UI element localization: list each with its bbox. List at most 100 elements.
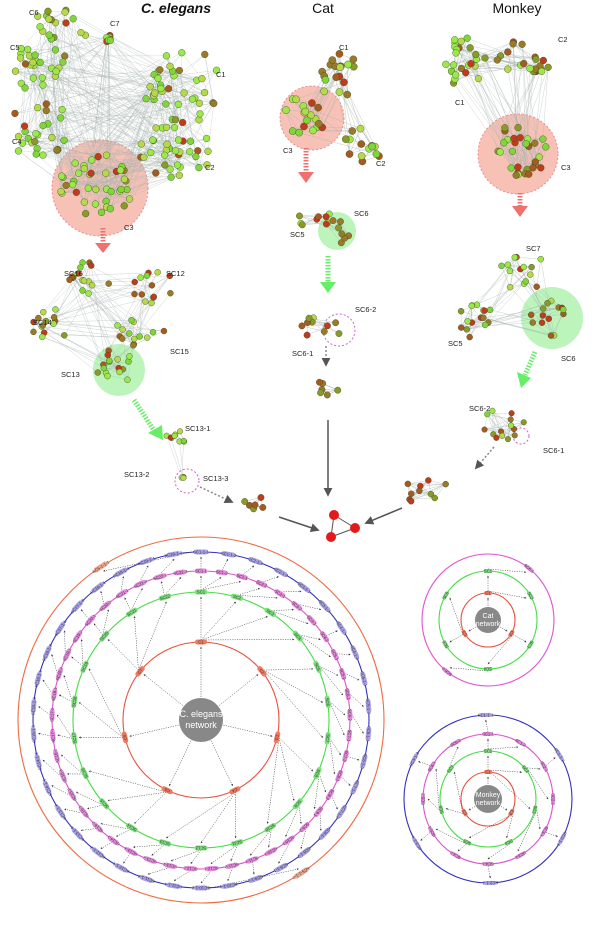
svg-text:SC12-2: SC12-2	[183, 866, 198, 872]
svg-text:SC2-1-1: SC2-1-1	[247, 556, 264, 566]
celegans-node: SC1-1-2	[221, 551, 238, 559]
celegans-top-node	[88, 156, 96, 164]
celegans-node: SC13-3	[123, 846, 138, 857]
celegans-center-label-1: C. elegans	[179, 709, 223, 719]
label-celegans-sc15: SC15	[170, 347, 189, 356]
cat-top-node	[341, 135, 350, 143]
celegans-node: SC13-1-2	[53, 802, 67, 820]
celegans-sc-node	[79, 287, 86, 294]
celegans-top-node	[180, 89, 188, 97]
celegans-sc-node	[131, 278, 138, 286]
cat-top-node	[357, 152, 366, 160]
celegans-sc-node	[144, 334, 151, 341]
cat-top-node	[343, 90, 352, 99]
celegans-node: SC16-1-1	[34, 669, 43, 688]
celegans-sc-node	[142, 298, 149, 305]
celegans-node: SC2	[230, 593, 244, 601]
celegans-top-node	[107, 187, 115, 196]
celegans-node: SC8-1	[334, 769, 343, 783]
shared-core-triangle	[326, 510, 360, 542]
svg-text:SC16-1-2: SC16-1-2	[41, 643, 53, 662]
monkey-sc-node	[481, 307, 488, 314]
monkey-top-node	[501, 124, 509, 132]
celegans-sc-node	[77, 264, 84, 271]
svg-text:C3: C3	[461, 808, 468, 816]
title-cat: Cat	[312, 0, 334, 16]
celegans-node: SC17-1-1	[53, 619, 67, 637]
monkey-node: SC1-1	[482, 732, 495, 737]
celegans-top-node	[97, 208, 106, 216]
label-monkey-c3: C3	[561, 163, 571, 172]
svg-text:SC11-1-2: SC11-1-2	[137, 873, 156, 884]
celegans-sc-node	[80, 277, 88, 284]
celegans-node: SC3-1	[274, 588, 287, 599]
svg-text:SC10-2: SC10-2	[263, 846, 278, 857]
celegans-top-node	[106, 205, 115, 213]
celegans-top-node	[151, 89, 159, 97]
celegans-node: C1	[195, 639, 207, 645]
monkey-top-node	[516, 134, 524, 142]
label-celegans-sc13-2: SC13-2	[124, 470, 149, 479]
cat-node: SC1	[483, 569, 493, 574]
monkey-final-node	[404, 480, 412, 488]
celegans-node: SC15-1-2	[30, 696, 37, 715]
celegans-sc-node	[150, 293, 157, 301]
svg-text:SC10: SC10	[264, 823, 276, 833]
cat-node: SC4	[483, 667, 493, 672]
svg-text:SC4-2: SC4-2	[319, 630, 330, 643]
svg-text:C1: C1	[485, 770, 491, 775]
celegans-top-nodes	[11, 6, 221, 218]
monkey-sc6-node	[481, 426, 488, 433]
cat-top-node	[315, 119, 323, 128]
celegans-sc-node	[85, 290, 92, 297]
celegans-node: SC22	[158, 593, 171, 601]
cat-sc-node	[335, 224, 342, 232]
svg-text:SC6: SC6	[438, 805, 445, 815]
svg-text:SC2-1: SC2-1	[539, 760, 550, 773]
celegans-top-node	[59, 58, 67, 66]
svg-text:SC3-1-1: SC3-1-1	[296, 581, 312, 595]
svg-text:SC18-1: SC18-1	[51, 686, 59, 702]
celegans-node: SC5-1-1-2	[291, 866, 310, 881]
celegans-node: SC12-1-1	[111, 861, 130, 874]
monkey-top-node	[509, 40, 517, 48]
celegans-node: SC10-2	[263, 846, 278, 857]
label-celegans-sc12: SC12	[166, 269, 185, 278]
celegans-sc-node	[105, 280, 112, 287]
cat-sc6-node	[305, 314, 313, 322]
monkey-sc-node	[522, 278, 529, 285]
monkey-top-node	[538, 67, 546, 75]
label-monkey-sc6-1: SC6-1	[543, 446, 564, 455]
celegans-top-node	[204, 147, 212, 155]
celegans-top-node	[116, 166, 125, 174]
monkey-sc-node	[504, 261, 511, 269]
svg-text:SC14-1-1: SC14-1-1	[41, 778, 53, 797]
celegans-node: SC10	[264, 823, 277, 833]
svg-text:SC2-1-1: SC2-1-1	[556, 831, 568, 848]
monkey-top-node	[510, 134, 518, 142]
svg-text:SC16-2: SC16-2	[52, 748, 60, 764]
label-celegans-c2: C2	[205, 163, 215, 172]
cat-sc6-node	[298, 322, 306, 330]
svg-text:SC17-1-1: SC17-1-1	[53, 619, 67, 637]
celegans-sc-node	[116, 368, 123, 376]
svg-text:SC14-1-2: SC14-1-2	[33, 751, 42, 770]
celegans-top-node	[94, 153, 102, 161]
monkey-node: SC4	[503, 838, 513, 846]
monkey-final-node	[427, 490, 435, 498]
monkey-sc-node	[511, 254, 518, 261]
svg-text:SC13-1-1: SC13-1-1	[69, 825, 85, 842]
celegans-top-node	[195, 116, 203, 124]
celegans-node: SC11	[230, 839, 244, 847]
label-celegans-c3: C3	[124, 223, 134, 232]
monkey-top-node	[442, 60, 450, 68]
cat-node: SC5	[441, 639, 450, 649]
monkey-final-nodes	[404, 477, 449, 505]
svg-text:SC17: SC17	[71, 732, 78, 744]
svg-text:SC19-1-2: SC19-1-2	[164, 550, 183, 558]
svg-text:SC2: SC2	[526, 591, 535, 601]
celegans-center-label-2: network	[185, 720, 217, 730]
monkey-top-node	[472, 50, 480, 59]
celegans-top-node	[117, 185, 125, 193]
celegans-node: SC17-1	[50, 728, 57, 743]
